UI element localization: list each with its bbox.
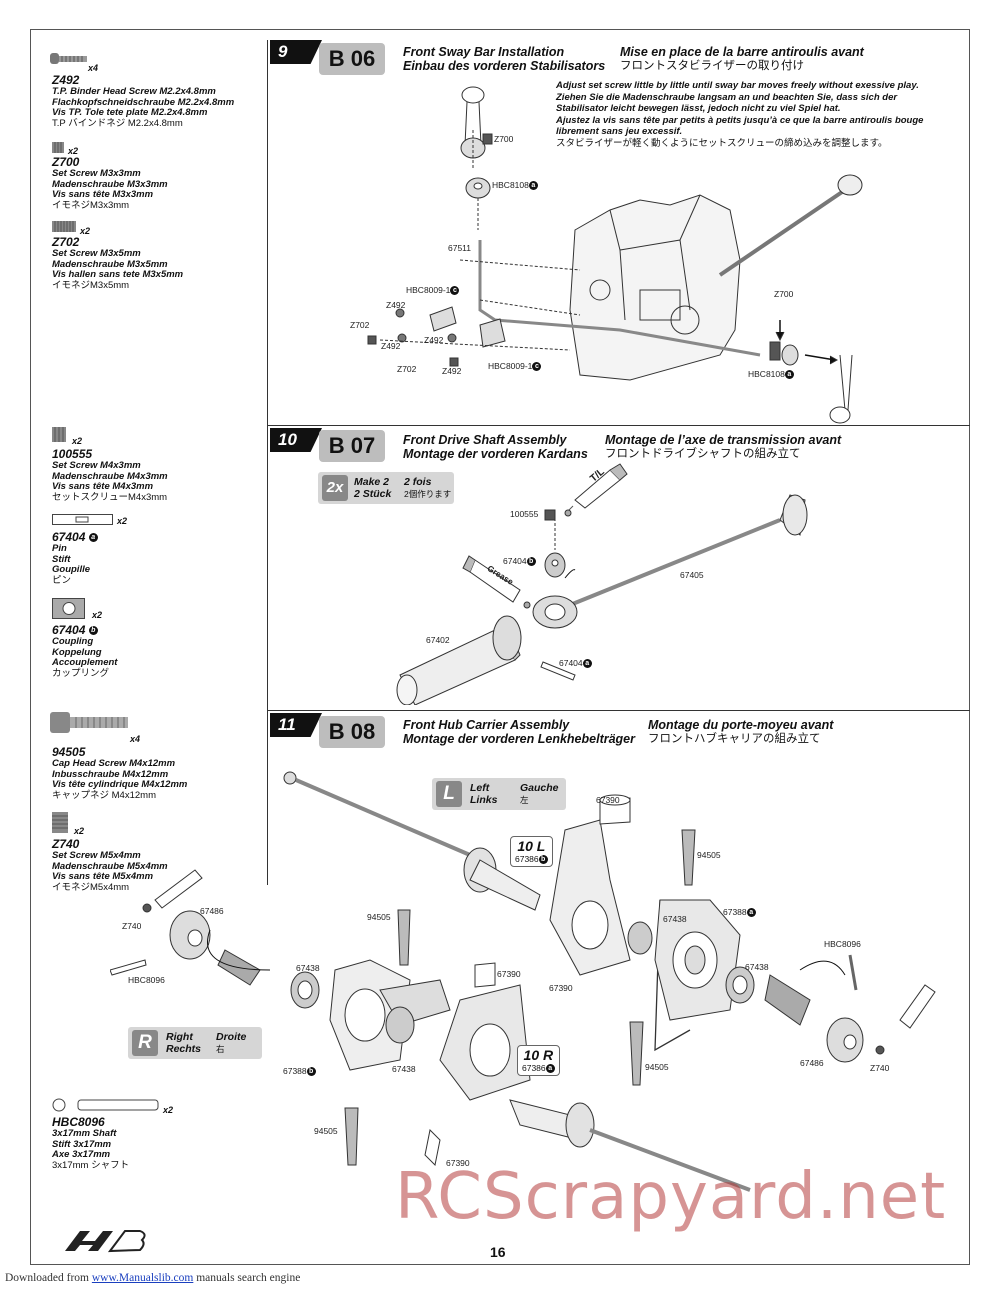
part-qty: x2 — [92, 610, 103, 620]
part-qty: x2 — [163, 1105, 174, 1115]
callout-94505: 94505 — [645, 1062, 669, 1072]
sway-bar-diagram — [367, 86, 863, 424]
cap-screw-icon — [50, 712, 128, 733]
callout-94505: 94505 — [697, 850, 721, 860]
step-code: B 08 — [319, 716, 385, 748]
callout-hbc8096: HBC8096 — [128, 975, 165, 985]
part-qty: x4 — [88, 63, 99, 73]
step-code: B 06 — [319, 43, 385, 75]
callout-z702: Z702 — [397, 364, 417, 374]
set-screw-icon — [52, 221, 76, 232]
adjust-note: Adjust set screw little by little until … — [556, 80, 924, 149]
callout-hbc8096: HBC8096 — [824, 939, 861, 949]
callout-67438: 67438 — [392, 1064, 416, 1074]
callout-67405: 67405 — [680, 570, 704, 580]
callout-67438: 67438 — [296, 963, 320, 973]
callout-67438: 67438 — [663, 914, 687, 924]
watermark: RCScrapyard.net — [395, 1160, 947, 1234]
manualslib-link[interactable]: www.Manualslib.com — [91, 1272, 194, 1284]
callout-94505: 94505 — [314, 1126, 338, 1136]
callout-67390: 67390 — [549, 983, 573, 993]
right-icon: R — [132, 1030, 158, 1056]
step-code: B 07 — [319, 430, 385, 462]
make-two-icon: 2x — [322, 475, 348, 501]
callout-67390: 67390 — [497, 969, 521, 979]
callout-67390: 67390 — [446, 1158, 470, 1168]
callout-67402: 67402 — [426, 635, 450, 645]
shaft-icon — [52, 1098, 159, 1112]
callout-z492: Z492 — [424, 335, 444, 345]
part-qty: x2 — [74, 826, 85, 836]
callout-z740: Z740 — [870, 1063, 890, 1073]
callout-z740: Z740 — [122, 921, 142, 931]
callout-67438: 67438 — [745, 962, 769, 972]
callout-z700: Z700 — [774, 289, 794, 299]
column-divider — [267, 40, 268, 885]
callout-67486: 67486 — [200, 906, 224, 916]
callout-z702: Z702 — [350, 320, 370, 330]
screw-icon — [50, 53, 87, 64]
step-divider — [267, 710, 970, 711]
left-icon: L — [436, 781, 462, 807]
set-screw-icon — [52, 427, 66, 442]
part-qty: x4 — [130, 734, 141, 744]
part-qty: x2 — [68, 146, 79, 156]
hb-logo — [65, 1230, 146, 1253]
callout-z492: Z492 — [381, 341, 401, 351]
coupling-icon — [52, 598, 85, 619]
callout-94505: 94505 — [367, 912, 391, 922]
callout-z700: Z700 — [494, 134, 514, 144]
callout-67511: 67511 — [448, 243, 472, 253]
page-frame — [30, 29, 970, 1265]
part-qty: x2 — [117, 516, 128, 526]
step-title-alt: Mise en place de la barre antiroulis ava… — [620, 45, 864, 72]
set-screw-icon — [52, 142, 64, 153]
callout-67486: 67486 — [800, 1058, 824, 1068]
step-number: 10 — [270, 428, 322, 452]
part-qty: x2 — [72, 436, 83, 446]
callout-z492: Z492 — [386, 300, 406, 310]
part-qty: x2 — [80, 226, 91, 236]
drive-shaft-diagram — [396, 463, 808, 705]
hub-carrier-diagram — [110, 771, 936, 1192]
callout-z492: Z492 — [442, 366, 462, 376]
set-screw-icon — [52, 812, 68, 833]
step-divider — [267, 425, 970, 426]
callout-67390: 67390 — [596, 795, 620, 805]
page-number: 16 — [490, 1244, 506, 1260]
callout-100555: 100555 — [510, 509, 539, 519]
pin-icon — [52, 514, 113, 525]
footer: Downloaded from www.Manualslib.com manua… — [5, 1272, 301, 1284]
